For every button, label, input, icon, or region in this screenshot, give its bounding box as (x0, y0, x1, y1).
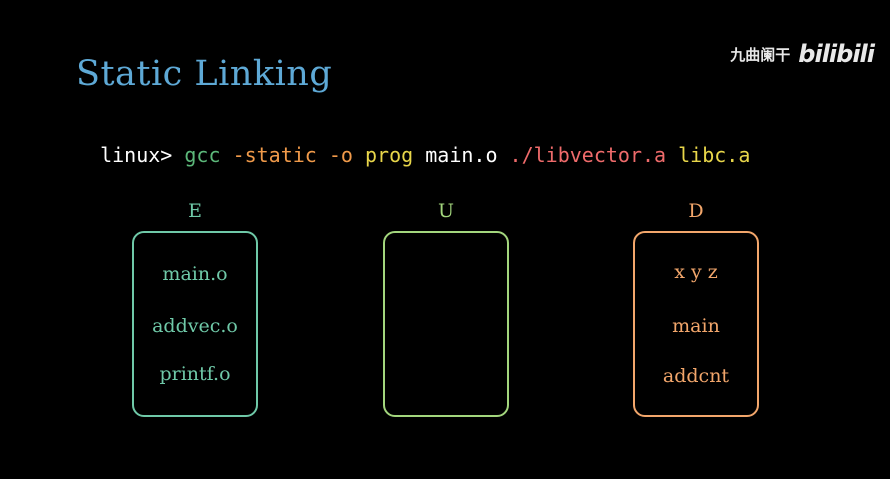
set-d-box: x y z main addcnt (633, 231, 759, 417)
watermark: 九曲阑干 bilibili (730, 40, 875, 68)
cmd-libc: libc.a (678, 143, 751, 167)
watermark-name: 九曲阑干 (730, 45, 791, 64)
set-e-label: E (188, 200, 202, 222)
cmd-main-o: main.o (425, 143, 510, 167)
set-e-box: main.o addvec.o printf.o (132, 231, 258, 417)
set-u-label: U (437, 200, 454, 222)
cmd-gcc: gcc (184, 143, 233, 167)
set-d-item: addcnt (662, 365, 730, 387)
set-u-box (383, 231, 509, 417)
cmd-output: prog (365, 143, 426, 167)
command-line: linux> gcc -static -o prog main.o ./libv… (76, 119, 750, 167)
set-d-label: D (688, 200, 704, 222)
set-d-item: main (672, 315, 720, 337)
bilibili-logo-icon: bilibili (798, 40, 875, 68)
cmd-libvector: ./libvector.a (509, 143, 679, 167)
slide-title: Static Linking (76, 54, 333, 94)
cmd-prompt: linux> (100, 143, 185, 167)
set-e-item: main.o (162, 263, 228, 285)
cmd-flags: -static -o (232, 143, 366, 167)
set-d-item: x y z (674, 261, 718, 283)
set-e-item: printf.o (159, 363, 231, 385)
set-e-item: addvec.o (152, 315, 238, 337)
